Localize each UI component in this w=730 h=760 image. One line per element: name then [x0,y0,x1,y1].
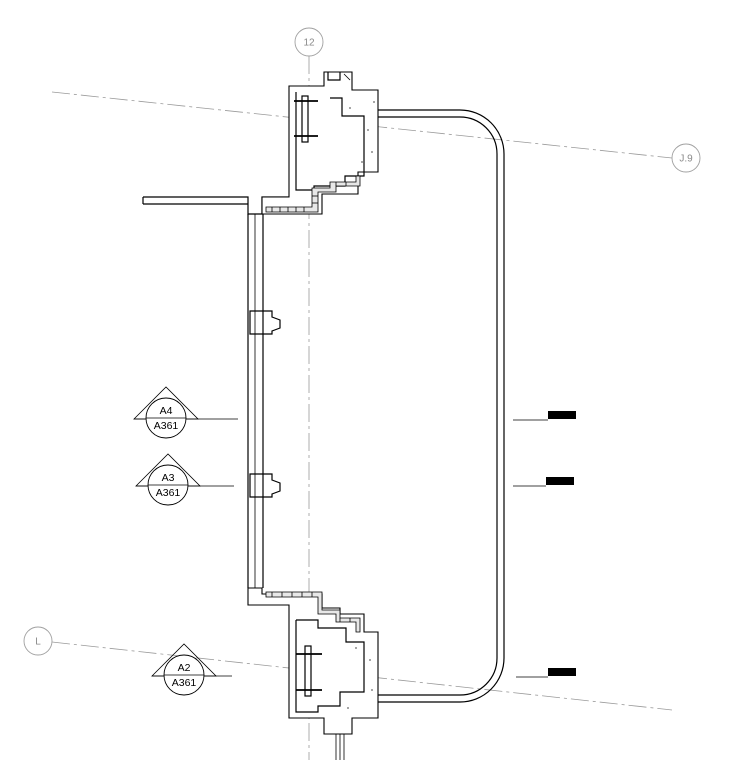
section-tag-a3-detail: A3 [162,472,175,484]
mullion-clip-lower [249,473,281,498]
lower-column-assembly [247,587,379,760]
section-tag-a3[interactable]: A3 A361 [135,453,234,506]
section-tag-a4-detail: A4 [160,405,173,417]
marker-right-upper [513,411,576,421]
grid-bubble-l-label: L [35,637,41,648]
section-tag-a3-sheet: A361 [156,487,181,499]
marker-right-middle [513,477,574,487]
section-tag-a4[interactable]: A4 A361 [133,386,238,439]
curved-rail [378,109,505,703]
grid-bubble-j9[interactable]: J.9 [671,143,701,173]
upper-column-assembly [261,71,379,215]
grid-line-j9 [51,91,673,159]
mullion-clip-upper [249,310,281,335]
grid-bubble-12[interactable]: 12 [294,27,324,57]
grid-bubble-12-label: 12 [303,38,315,49]
grid-bubble-l[interactable]: L [23,626,53,656]
grid-line-l [51,641,673,711]
storefront-wall [247,214,264,588]
grid-bubble-j9-label: J.9 [679,154,693,165]
marker-right-lower [516,668,576,678]
insulation-hatch-upper [271,182,347,212]
section-tag-a2-sheet: A361 [172,677,197,689]
section-tag-a2[interactable]: A2 A361 [151,643,232,696]
section-tag-a2-detail: A2 [178,662,191,674]
section-tag-a4-sheet: A361 [154,420,179,432]
insulation-hatch-lower [271,592,351,622]
